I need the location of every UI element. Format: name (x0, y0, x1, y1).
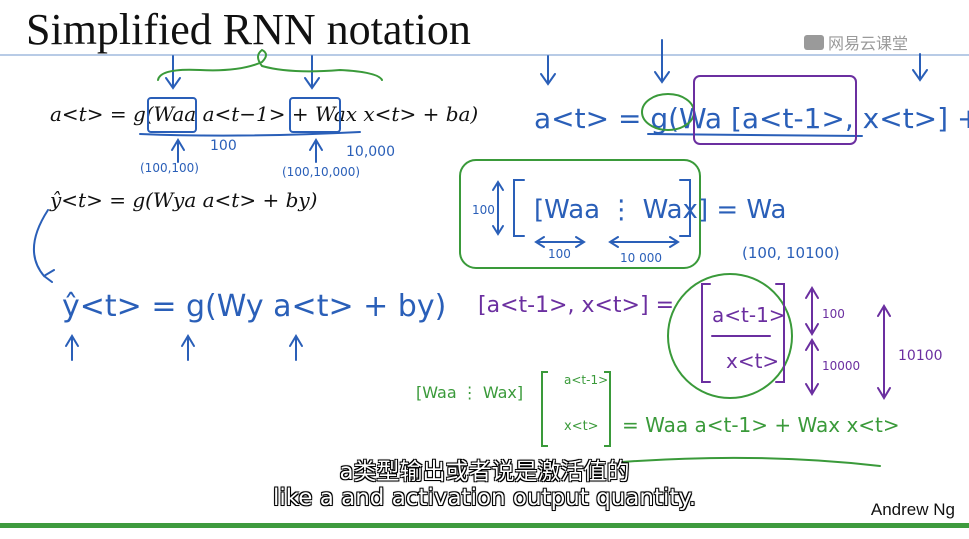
stack-w-width1: 100 (548, 247, 571, 261)
arrow-h2-stack-a (805, 338, 819, 396)
arrow-curve-left (32, 209, 55, 283)
watermark-text: 网易云课堂 (828, 34, 909, 53)
bracket-right-stack-a (775, 283, 785, 383)
box-stack-w (459, 159, 701, 269)
subtitle-chinese: a类型输出或者说是激活值的 (339, 459, 630, 485)
label-10000: 10,000 (346, 144, 395, 160)
stack-a-h2: 10000 (822, 359, 860, 373)
arrow-down-ba-right (912, 53, 928, 82)
bracket-right-product-vec (604, 371, 611, 447)
box-concat-a-x (693, 75, 857, 145)
wa-dimension: (100, 10100) (742, 244, 840, 262)
handwritten-a-equation: a<t> = g(Wa [a<t-1>, x<t>] + ba) (534, 102, 969, 135)
arrow-up-wax (309, 138, 323, 163)
equation-a-t: a<t> = g(Waa a<t−1> + Wax x<t> + ba) (50, 102, 479, 126)
bracket-right-stack-w (679, 179, 691, 237)
circle-stack-a (667, 273, 793, 399)
arrow-total-stack-a (877, 304, 891, 400)
stack-a-bottom: x<t> (726, 349, 779, 373)
brace-over-terms (157, 48, 383, 81)
product-vec-bottom: x<t> (564, 419, 599, 434)
arrow-width2-stack-w (608, 236, 680, 248)
arrow-up-by (289, 334, 303, 361)
box-waa (147, 97, 197, 133)
underline-terms (139, 131, 361, 137)
bracket-left-stack-w (513, 179, 525, 237)
bottom-accent-bar (0, 523, 969, 528)
stack-a-top: a<t-1> (712, 303, 786, 327)
label-dim-wax: (100,10,000) (282, 165, 360, 179)
author-credit: Andrew Ng (870, 500, 955, 519)
handwritten-y-equation: ŷ<t> = g(Wy a<t> + by) (62, 289, 446, 324)
stack-a-h1: 100 (822, 307, 845, 321)
arrow-up-waa (171, 138, 185, 163)
bracket-left-product-vec (541, 371, 548, 447)
bracket-left-stack-a (701, 283, 711, 383)
title-divider (0, 54, 969, 56)
stack-a-lhs: [a<t-1>, x<t>] = (478, 293, 674, 318)
box-wax (289, 97, 341, 133)
stack-w-width2: 10 000 (620, 251, 662, 265)
underline-product (621, 456, 881, 467)
arrow-down-wa-right (654, 39, 670, 84)
label-100: 100 (210, 138, 237, 154)
product-vec-top: a<t-1> (564, 373, 608, 387)
arrow-h1-stack-a (805, 286, 819, 336)
stack-w-text: [Waa ⋮ Wax] = Wa (534, 195, 786, 225)
underline-right-eq (647, 133, 863, 137)
product-rhs-text: = Waa a<t-1> + Wax x<t> (622, 413, 900, 437)
stack-a-total: 10100 (898, 348, 943, 364)
equation-y-t: ŷ<t> = g(Wya a<t> + by) (50, 188, 318, 212)
slide-title: Simplified RNN notation (26, 5, 471, 54)
watermark: 网易云课堂 (804, 30, 908, 54)
subtitle-english: like a and activation output quantity. (272, 485, 697, 511)
stack-w-height: 100 (472, 203, 495, 217)
arrow-down-a-right (540, 55, 556, 86)
arrow-up-wy (181, 334, 195, 361)
arrow-height-stack-w (492, 180, 504, 236)
netease-logo-icon (804, 34, 824, 50)
arrow-width1-stack-w (534, 236, 586, 248)
label-dim-waa: (100,100) (140, 161, 199, 175)
product-lhs-text: [Waa ⋮ Wax] (416, 383, 523, 402)
arrow-up-y (65, 334, 79, 361)
